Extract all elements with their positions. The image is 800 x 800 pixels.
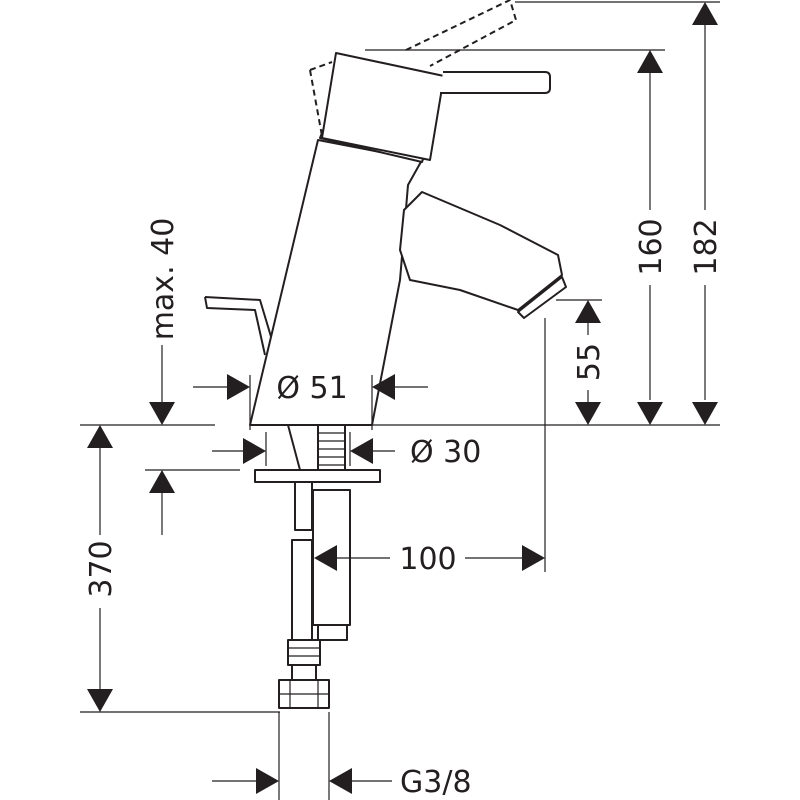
fixing-rod xyxy=(294,481,313,531)
arrow-55-bottom xyxy=(575,402,601,425)
arrow-100-right xyxy=(522,545,545,571)
arrow-max40-top xyxy=(149,402,175,425)
arrow-182-top xyxy=(692,2,718,25)
dim-label-d30: Ø 30 xyxy=(410,435,481,470)
dim-label-d51: Ø 51 xyxy=(276,371,347,406)
dim-label-55: 55 xyxy=(572,343,607,381)
arrow-g38-right xyxy=(329,768,352,794)
arrow-370-bottom xyxy=(87,689,113,712)
supply-hose-left xyxy=(291,539,313,641)
dimension-lines xyxy=(80,1,720,800)
arrow-370-top xyxy=(87,425,113,448)
mounting-plate xyxy=(254,469,381,483)
dim-label-100: 100 xyxy=(399,542,456,577)
arrow-d30-right xyxy=(350,438,373,464)
coupling-marks xyxy=(288,647,320,657)
faucet-outline xyxy=(204,0,567,709)
threaded-stud xyxy=(317,424,346,471)
arrow-55-top xyxy=(575,300,601,323)
hex-nut-neck xyxy=(291,664,317,681)
arrow-g38-left xyxy=(256,768,279,794)
arrow-d51-left xyxy=(227,374,250,400)
handle xyxy=(321,52,445,161)
popup-rod xyxy=(204,296,273,356)
dim-label-182: 182 xyxy=(689,218,724,275)
dim-label-160: 160 xyxy=(634,218,669,275)
dim-label-g38: G3/8 xyxy=(400,765,472,800)
hose-coupling xyxy=(287,639,321,666)
hose-end xyxy=(317,624,348,641)
dim-label-max40: max. 40 xyxy=(146,218,181,341)
dimension-labels: 182 160 55 100 max. 40 Ø 51 Ø 30 370 G3/… xyxy=(84,218,724,800)
arrow-160-bottom xyxy=(637,402,663,425)
dim-label-370: 370 xyxy=(84,540,119,597)
spout-aerator xyxy=(517,276,567,319)
arrow-182-bottom xyxy=(692,402,718,425)
arrow-d51-right xyxy=(372,374,395,400)
thread-marks xyxy=(318,432,345,466)
arrow-160-top xyxy=(637,50,663,73)
arrow-d30-left xyxy=(243,438,266,464)
arrow-max40-bottom xyxy=(149,470,175,493)
handle-raised-dashed xyxy=(309,0,518,137)
faucet-spout xyxy=(399,191,563,311)
arrow-100-left xyxy=(314,545,337,571)
lever xyxy=(440,71,551,94)
shank xyxy=(287,424,319,471)
